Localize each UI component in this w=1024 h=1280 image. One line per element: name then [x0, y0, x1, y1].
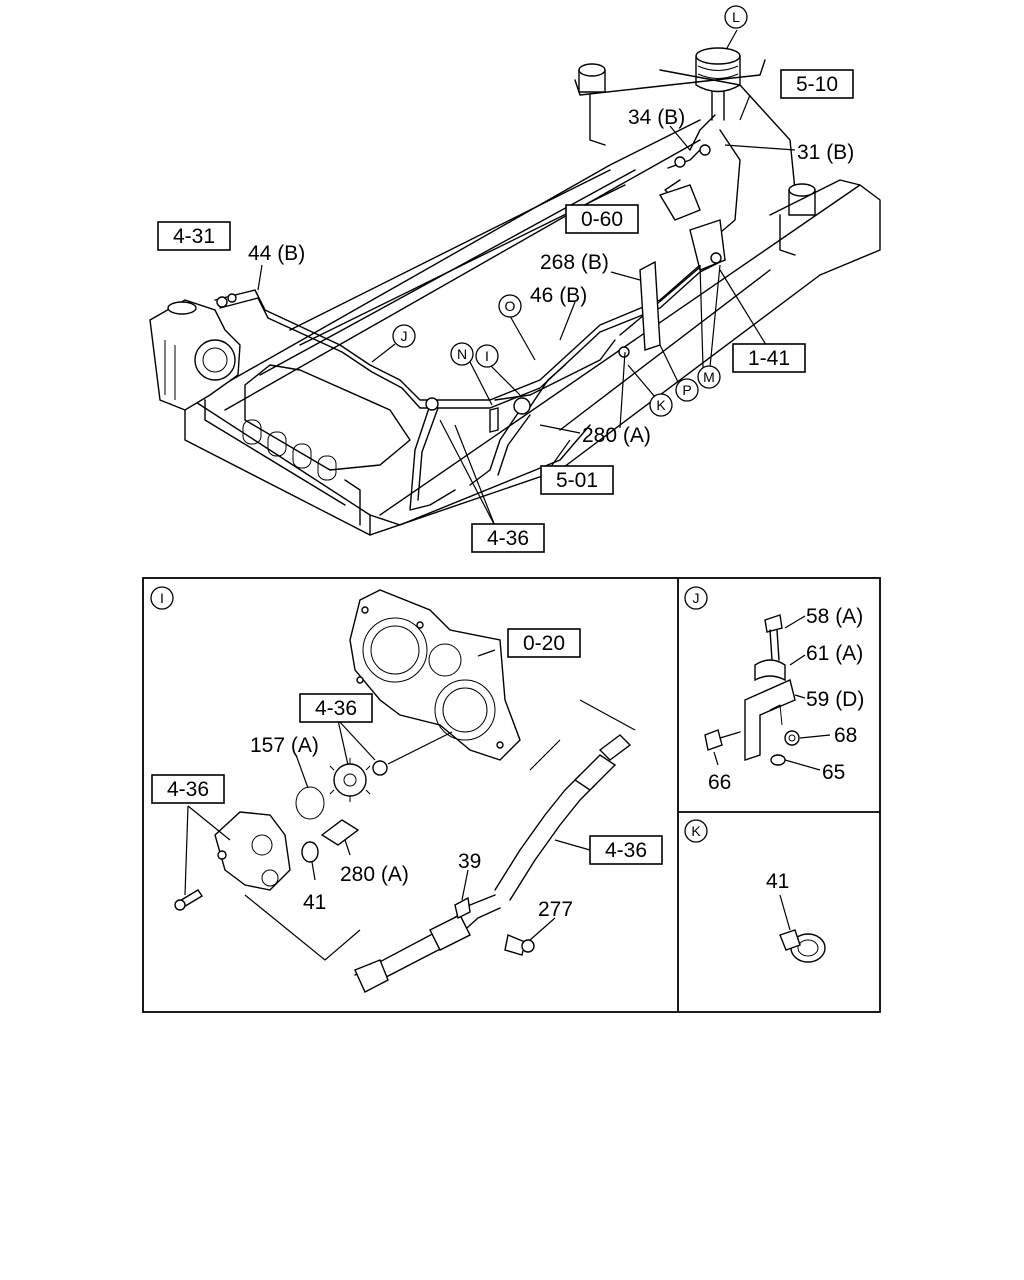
ref-4-36-top: 4-36	[487, 527, 529, 550]
part-268b: 268 (B)	[540, 251, 609, 274]
callout-m-label: M	[703, 369, 715, 385]
ref-5-01: 5-01	[556, 469, 598, 492]
callout-j	[392, 324, 416, 348]
callout-k	[649, 393, 673, 417]
callout-o-label: O	[505, 298, 516, 314]
ref-box-5-01	[540, 465, 614, 495]
panel-j-label: J	[693, 590, 700, 606]
part-44b: 44 (B)	[248, 242, 305, 265]
part-34b: 34 (B)	[628, 106, 685, 129]
callout-m	[697, 365, 721, 389]
part-280a-top: 280 (A)	[582, 424, 651, 447]
chassis-frame	[184, 59, 881, 536]
panel-j-marker	[684, 586, 708, 610]
timing-gear-case	[349, 589, 521, 761]
callout-l-label: L	[732, 9, 740, 25]
ref-0-60: 0-60	[581, 208, 623, 231]
fluid-reservoir	[695, 47, 741, 121]
panel-i-label: I	[160, 590, 164, 606]
part-59d: 59 (D)	[806, 688, 864, 711]
ref-4-31: 4-31	[173, 225, 215, 248]
part-277: 277	[538, 898, 573, 921]
callout-i	[475, 344, 499, 368]
ref-box-0-60	[565, 204, 639, 234]
ref-0-20: 0-20	[523, 632, 565, 655]
callout-i-label: I	[485, 348, 489, 364]
part-65: 65	[822, 761, 845, 784]
ref-4-36-b: 4-36	[167, 778, 209, 801]
part-157a: 157 (A)	[250, 734, 319, 757]
part-39: 39	[458, 850, 481, 873]
ref-box-4-36-c	[589, 835, 663, 865]
callout-j-label: J	[401, 328, 408, 344]
part-41-i: 41	[303, 891, 326, 914]
steering-gear-assembly	[149, 293, 241, 411]
part-61a: 61 (A)	[806, 642, 863, 665]
callout-l	[724, 5, 748, 29]
ref-4-36-c: 4-36	[605, 839, 647, 862]
ref-box-4-36-a	[299, 693, 373, 723]
part-31b: 31 (B)	[797, 141, 854, 164]
panel-i-leaders	[184, 649, 591, 941]
callout-n	[450, 342, 474, 366]
panel-k-label: K	[691, 823, 701, 839]
part-58a: 58 (A)	[806, 605, 863, 628]
ref-1-41: 1-41	[748, 347, 790, 370]
top-leader-lines	[257, 29, 796, 527]
ref-box-5-10	[780, 69, 854, 99]
ref-box-4-36-top	[471, 523, 545, 553]
ref-box-1-41	[732, 343, 806, 373]
ref-box-4-36-b	[151, 774, 225, 804]
part-68: 68	[834, 724, 857, 747]
ref-box-0-20	[507, 628, 581, 658]
ref-4-36-a: 4-36	[315, 697, 357, 720]
panel-i-marker	[150, 586, 174, 610]
brackets-fittings	[425, 144, 726, 433]
pipe-lines	[214, 114, 741, 511]
callout-k-label: K	[656, 397, 666, 413]
callout-o	[498, 294, 522, 318]
hose-clamp	[779, 894, 826, 963]
panel-k-marker	[684, 819, 708, 843]
ref-5-10: 5-10	[796, 73, 838, 96]
detail-panels-frame	[142, 577, 881, 1013]
pump-drive-parts	[174, 699, 636, 993]
part-280a: 280 (A)	[340, 863, 409, 886]
part-41-k: 41	[766, 870, 789, 893]
callout-p	[675, 378, 699, 402]
part-46b: 46 (B)	[530, 284, 587, 307]
clamp-bracket-parts	[704, 614, 831, 771]
ref-box-4-31	[157, 221, 231, 251]
part-66: 66	[708, 771, 731, 794]
callout-p-label: P	[682, 382, 691, 398]
callout-n-label: N	[457, 346, 467, 362]
